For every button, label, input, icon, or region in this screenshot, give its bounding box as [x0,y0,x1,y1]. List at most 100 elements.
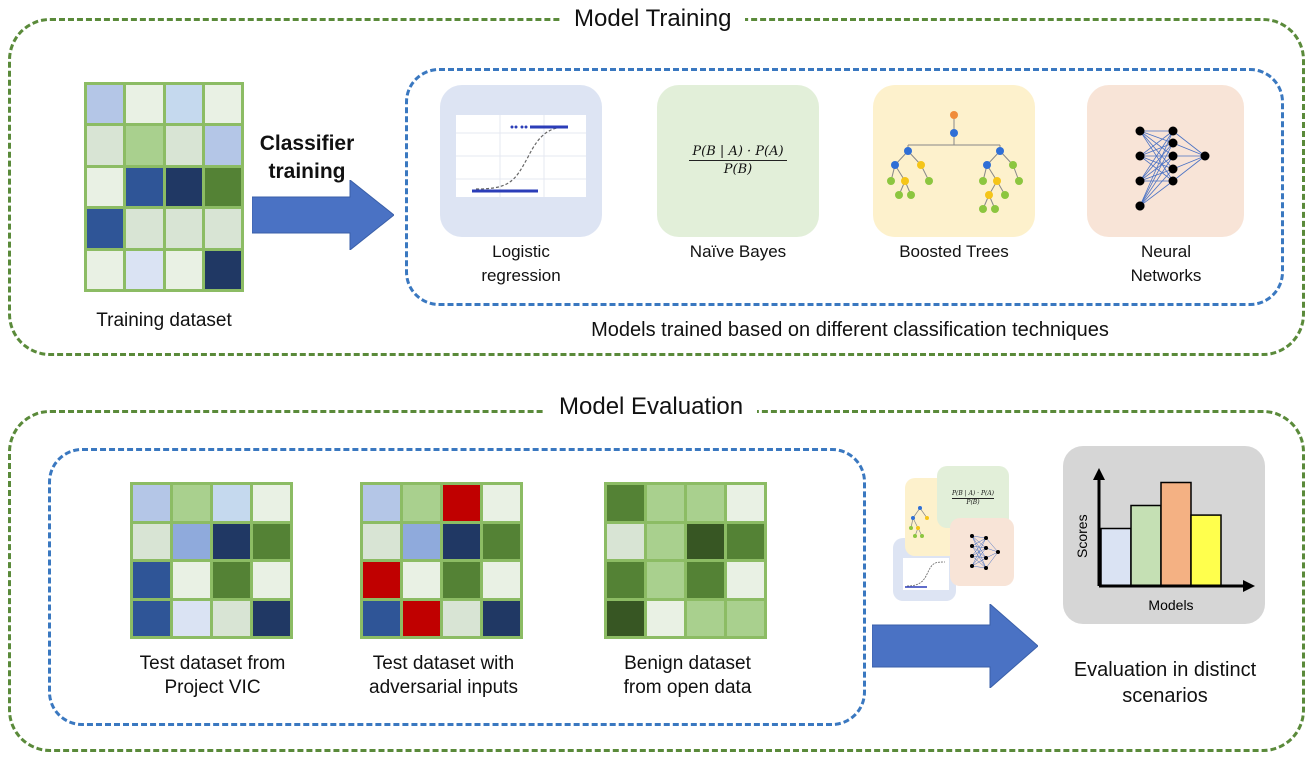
grid-cell [253,485,290,521]
nn-edge [1139,155,1174,207]
nn-edge [971,547,987,567]
x-axis-label: Models [1148,597,1193,613]
grid-cell [607,485,644,521]
nn-node [1168,151,1178,161]
evaluation-result-label: Evaluation in distinct scenarios [1073,659,1257,707]
nn-edge [985,537,999,553]
grid-cell [204,209,241,248]
scores-bar-chart: Scores Models [1074,468,1255,613]
grid-cell [213,562,250,598]
neural-networks-label: Neural Networks [1130,242,1202,285]
grid-cell [607,600,644,636]
grid-cell [87,85,124,124]
grid-cell [687,485,724,521]
mini-bayes-numerator: P(B | A) · P(A) [951,490,995,499]
nn-edge [971,557,987,567]
grid-cell [165,209,202,248]
nn-edge [1139,130,1174,144]
grid-cell [483,600,520,636]
grid-cell [647,523,684,559]
grid-cell [363,600,400,636]
test-dataset-adversarial-label: Test dataset with adversarial inputs [369,653,518,698]
grid-cell [133,562,170,598]
nn-node [1168,138,1178,148]
test-dataset-adversarial-grid [360,482,523,639]
grid-cell [483,485,520,521]
nn-node [970,564,974,568]
grid-cell [87,250,124,289]
score-bar [1130,504,1162,587]
grid-cell [133,600,170,636]
nn-edge [985,547,999,553]
grid-cell [173,485,210,521]
grid-cell [204,85,241,124]
grid-cell [204,250,241,289]
grid-cell [133,523,170,559]
grid-cell [403,485,440,521]
nn-edge [1172,155,1206,170]
nn-node [1135,151,1145,161]
nn-edge [971,537,987,557]
mini-logistic-curve-icon [903,558,949,590]
nn-edge [1139,180,1174,207]
mini-neural-card [950,518,1014,586]
naive-bayes-card: P(B | A) · P(A) P(B) [657,85,819,237]
nn-node [1135,201,1145,211]
grid-cell [213,600,250,636]
nn-node [1135,126,1145,136]
nn-node [984,546,988,550]
nn-edge [985,551,999,559]
grid-cell [87,209,124,248]
nn-edge [1139,142,1174,207]
grid-cell [133,485,170,521]
nn-node [1168,176,1178,186]
grid-cell [204,126,241,165]
nn-node [970,544,974,548]
grid-cell [126,167,163,207]
grid-cell [165,126,202,165]
grid-cell [403,523,440,559]
grid-cell [126,250,163,289]
logistic-regression-card [440,85,602,237]
nn-node [1168,164,1178,174]
model-training-title: Model Training [560,4,746,34]
mini-bayes-formula-icon: P(B | A) · P(A) P(B) [937,490,1009,507]
nn-edge [1139,130,1174,157]
grid-cell [647,485,684,521]
grid-cell [173,523,210,559]
nn-node [1168,126,1178,136]
nn-edge [971,565,987,569]
mini-bayes-denominator: P(B) [966,499,980,506]
classifier-training-label: Classifier training [259,132,355,183]
y-axis-label: Scores [1074,514,1090,558]
nn-edge [1139,130,1174,170]
grid-cell [443,600,480,636]
nn-node [984,566,988,570]
score-bar [1190,514,1222,587]
grid-cell [687,562,724,598]
grid-cell [165,85,202,124]
mini-decision-tree-icon [909,506,929,538]
x-axis-arrowhead [1243,580,1255,592]
models-caption: Models trained based on different classi… [591,319,1109,341]
logistic-curve-icon [456,115,586,197]
grid-cell [403,600,440,636]
grid-cell [363,485,400,521]
grid-cell [483,523,520,559]
model-evaluation-title: Model Evaluation [545,392,758,422]
score-bar [1160,481,1192,587]
grid-cell [607,562,644,598]
boosted-trees-label: Boosted Trees [899,242,1009,261]
nn-node [970,554,974,558]
nn-node [1200,151,1210,161]
grid-cell [727,485,764,521]
benign-dataset-label: Benign dataset from open data [623,653,752,698]
score-bar [1100,527,1132,587]
bayes-formula-icon: P(B | A) · P(A) P(B) [657,143,819,178]
grid-cell [403,562,440,598]
naive-bayes-label: Naïve Bayes [689,242,787,261]
grid-cell [253,523,290,559]
nn-node [996,550,1000,554]
neural-networks-card [1087,85,1244,237]
test-datasets-box [48,448,866,726]
